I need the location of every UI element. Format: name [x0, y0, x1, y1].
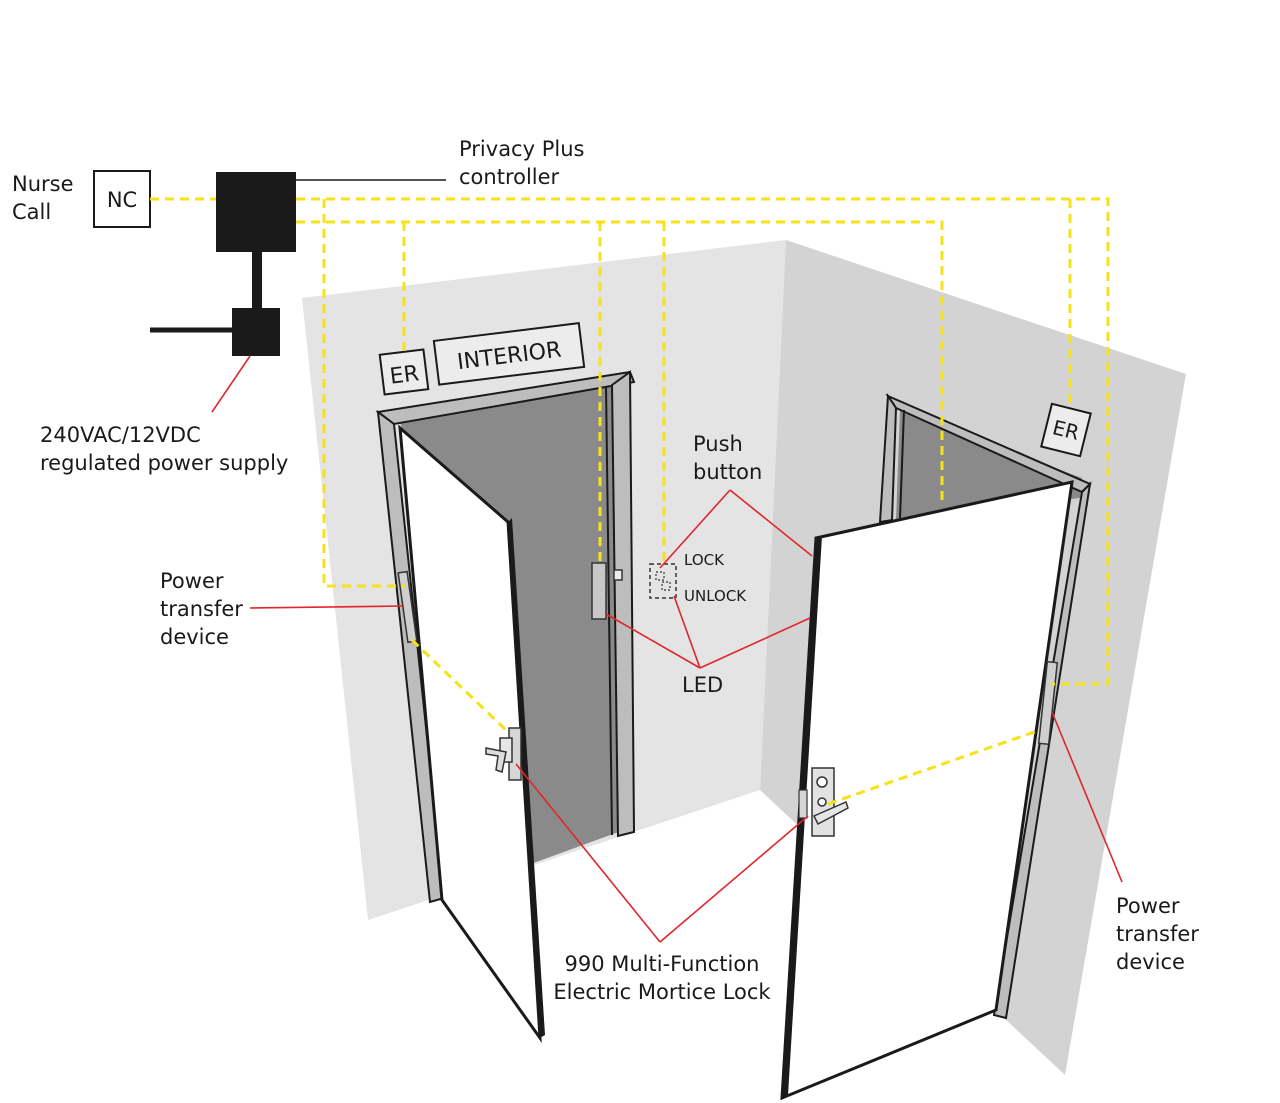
er-sign-right [1040, 402, 1092, 458]
power-supply-unit [232, 308, 280, 356]
nurse-call-line-1: Nurse [12, 172, 74, 196]
mortice-lock-label: 990 Multi-Function Electric Mortice Lock [548, 950, 776, 1006]
left-led [613, 569, 623, 581]
wiring-routes [150, 197, 1110, 806]
er-sign-left [378, 348, 430, 396]
ptd-right-label: Power transfer device [1116, 892, 1199, 976]
left-led-plate [591, 562, 607, 620]
unlock-label: UNLOCK [684, 587, 747, 605]
nc-box [93, 170, 151, 228]
controller-line-2: controller [459, 165, 560, 189]
right-power-transfer-device [1037, 660, 1059, 746]
push-button-line-2: button [693, 460, 763, 484]
push-button-label: Push button [693, 430, 762, 486]
nc-box-text: NC [107, 188, 137, 212]
mortice-lock-line-1: 990 Multi-Function [564, 952, 760, 976]
ptd-left-label: Power transfer device [160, 567, 243, 651]
power-supply-line-1: 240VAC/12VDC [40, 423, 201, 447]
push-button-switch [649, 563, 677, 599]
interior-sign [432, 322, 586, 386]
er-sign-left-text: ER [388, 361, 420, 389]
power-supply-line-2: regulated power supply [40, 451, 289, 475]
ptd-left-line-3: device [160, 625, 229, 649]
nurse-call-line-2: Call [12, 200, 52, 224]
power-supply-label: 240VAC/12VDC regulated power supply [40, 421, 288, 477]
ptd-right-line-3: device [1116, 950, 1185, 974]
ptd-right-line-1: Power [1116, 894, 1180, 918]
led-label: LED [682, 673, 724, 697]
left-mortice-lock [485, 727, 522, 781]
privacy-plus-controller [216, 172, 296, 252]
controller-label: Privacy Plus controller [459, 135, 584, 191]
controller-line-1: Privacy Plus [459, 137, 585, 161]
ptd-left-line-2: transfer [160, 597, 243, 621]
right-mortice-lock [798, 767, 849, 837]
mortice-lock-line-2: Electric Mortice Lock [553, 980, 771, 1004]
ptd-left-line-1: Power [160, 569, 224, 593]
nurse-call-label: Nurse Call [12, 170, 74, 226]
controller-to-psu-cable [252, 252, 262, 310]
ptd-right-line-2: transfer [1116, 922, 1199, 946]
lock-label: LOCK [684, 551, 725, 569]
callout-lines [211, 355, 1123, 943]
push-button-line-1: Push [693, 432, 743, 456]
